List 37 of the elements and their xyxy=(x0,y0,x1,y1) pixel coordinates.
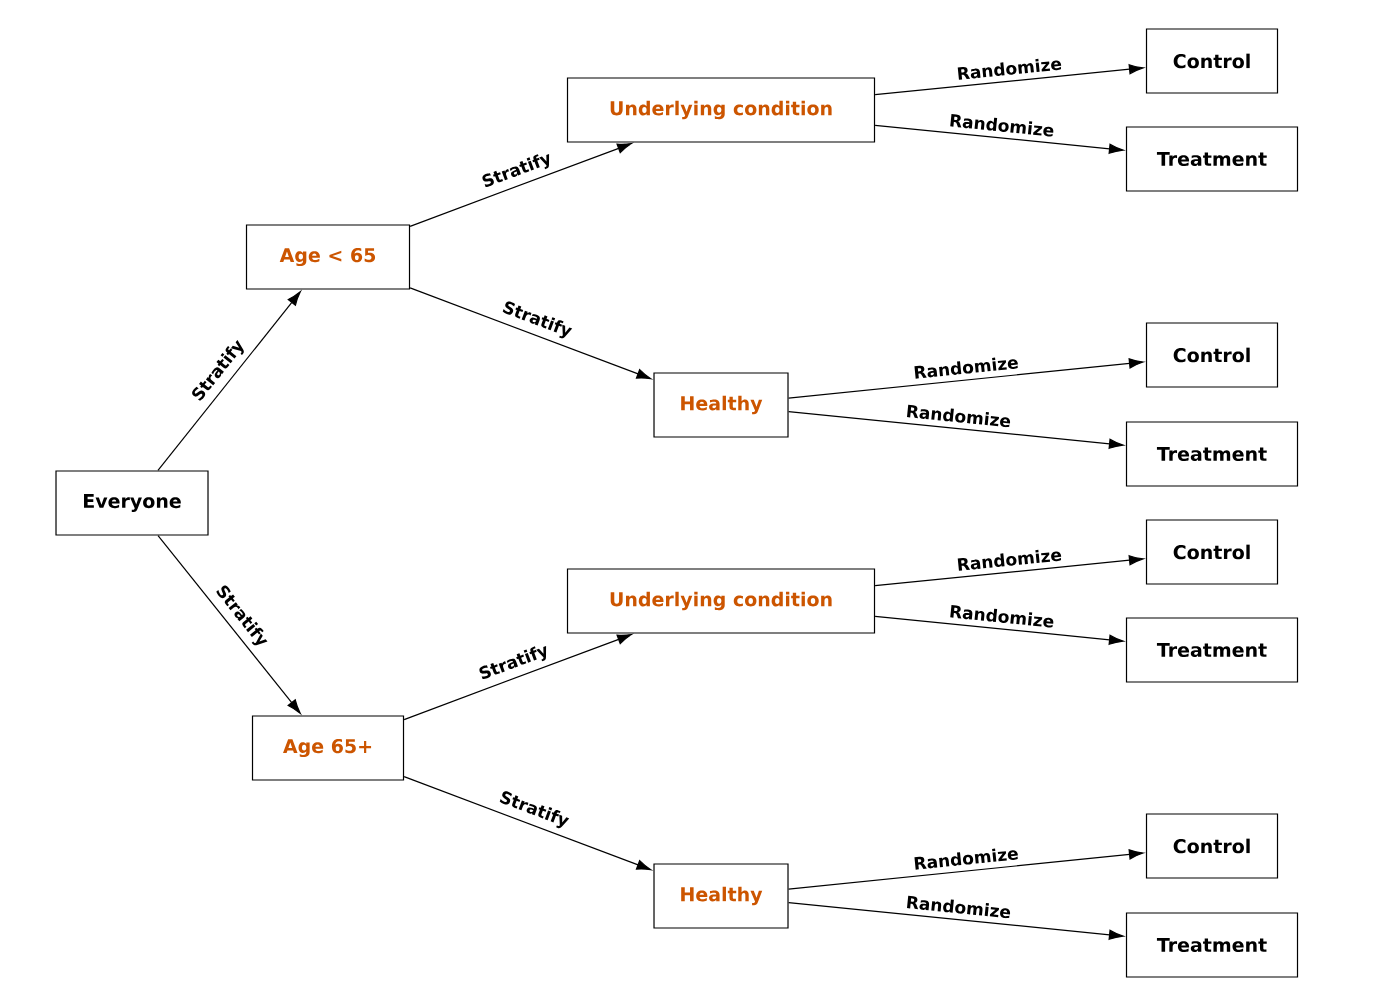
arrow xyxy=(874,555,1144,587)
arrow xyxy=(409,287,652,380)
edge-label: Randomize xyxy=(950,605,1054,628)
process-box: Control xyxy=(1145,813,1279,879)
arrow xyxy=(157,291,301,471)
arrow xyxy=(874,124,1124,154)
process-box: Control xyxy=(1145,519,1279,585)
arrow xyxy=(788,411,1124,449)
process-box: Treatment xyxy=(1125,421,1299,487)
arrow xyxy=(409,143,632,227)
edge-label: Randomize xyxy=(957,58,1062,80)
process-box: Control xyxy=(1145,28,1279,94)
arrow xyxy=(403,634,632,721)
arrow xyxy=(874,615,1124,645)
process-box: Underlying condition xyxy=(566,77,876,143)
arrow xyxy=(788,358,1144,399)
process-box: Age < 65 xyxy=(245,224,411,290)
edge-label: Randomize xyxy=(914,848,1018,870)
arrow xyxy=(788,902,1124,940)
edge-label: Randomize xyxy=(914,357,1018,379)
process-box: Healthy xyxy=(653,372,789,438)
edge-label: Randomize xyxy=(907,895,1011,919)
process-box: Underlying condition xyxy=(566,568,876,634)
process-box: Treatment xyxy=(1125,126,1299,192)
process-box: Everyone xyxy=(55,470,209,536)
arrow xyxy=(157,535,301,714)
arrow xyxy=(874,64,1144,96)
process-box: Control xyxy=(1145,322,1279,388)
arrow xyxy=(788,849,1144,890)
edge-label: Randomize xyxy=(957,549,1062,571)
edge-label: Randomize xyxy=(950,114,1054,137)
edge-label: Randomize xyxy=(907,404,1011,428)
process-box: Treatment xyxy=(1125,617,1299,683)
process-box: Healthy xyxy=(653,863,789,929)
process-box: Age 65+ xyxy=(251,715,405,781)
arrow xyxy=(403,776,652,871)
process-box: Treatment xyxy=(1125,912,1299,978)
